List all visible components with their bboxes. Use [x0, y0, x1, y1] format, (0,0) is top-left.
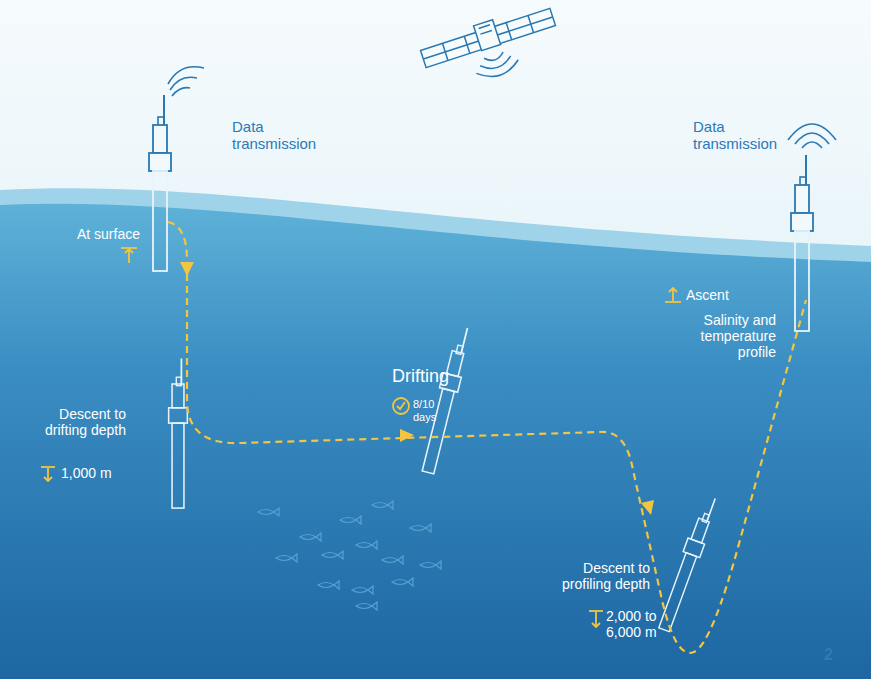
depth-label: 1,000 m	[61, 465, 141, 481]
page-number: 2	[824, 646, 854, 664]
depth-label: 2,000 to 6,000 m	[606, 608, 668, 640]
stage-label: Salinity and temperature profile	[662, 312, 776, 360]
stage-label: Descent to profiling depth	[544, 560, 650, 592]
transmission-label: Data transmission	[693, 118, 813, 153]
stage-label: Drifting	[392, 366, 492, 387]
stage-label: Ascent	[686, 287, 766, 303]
duration-label: 8/10 days	[413, 398, 453, 423]
stage-label: Descent to drifting depth	[22, 406, 126, 438]
transmission-label: Data transmission	[232, 118, 352, 153]
stage-label: At surface	[40, 226, 140, 242]
